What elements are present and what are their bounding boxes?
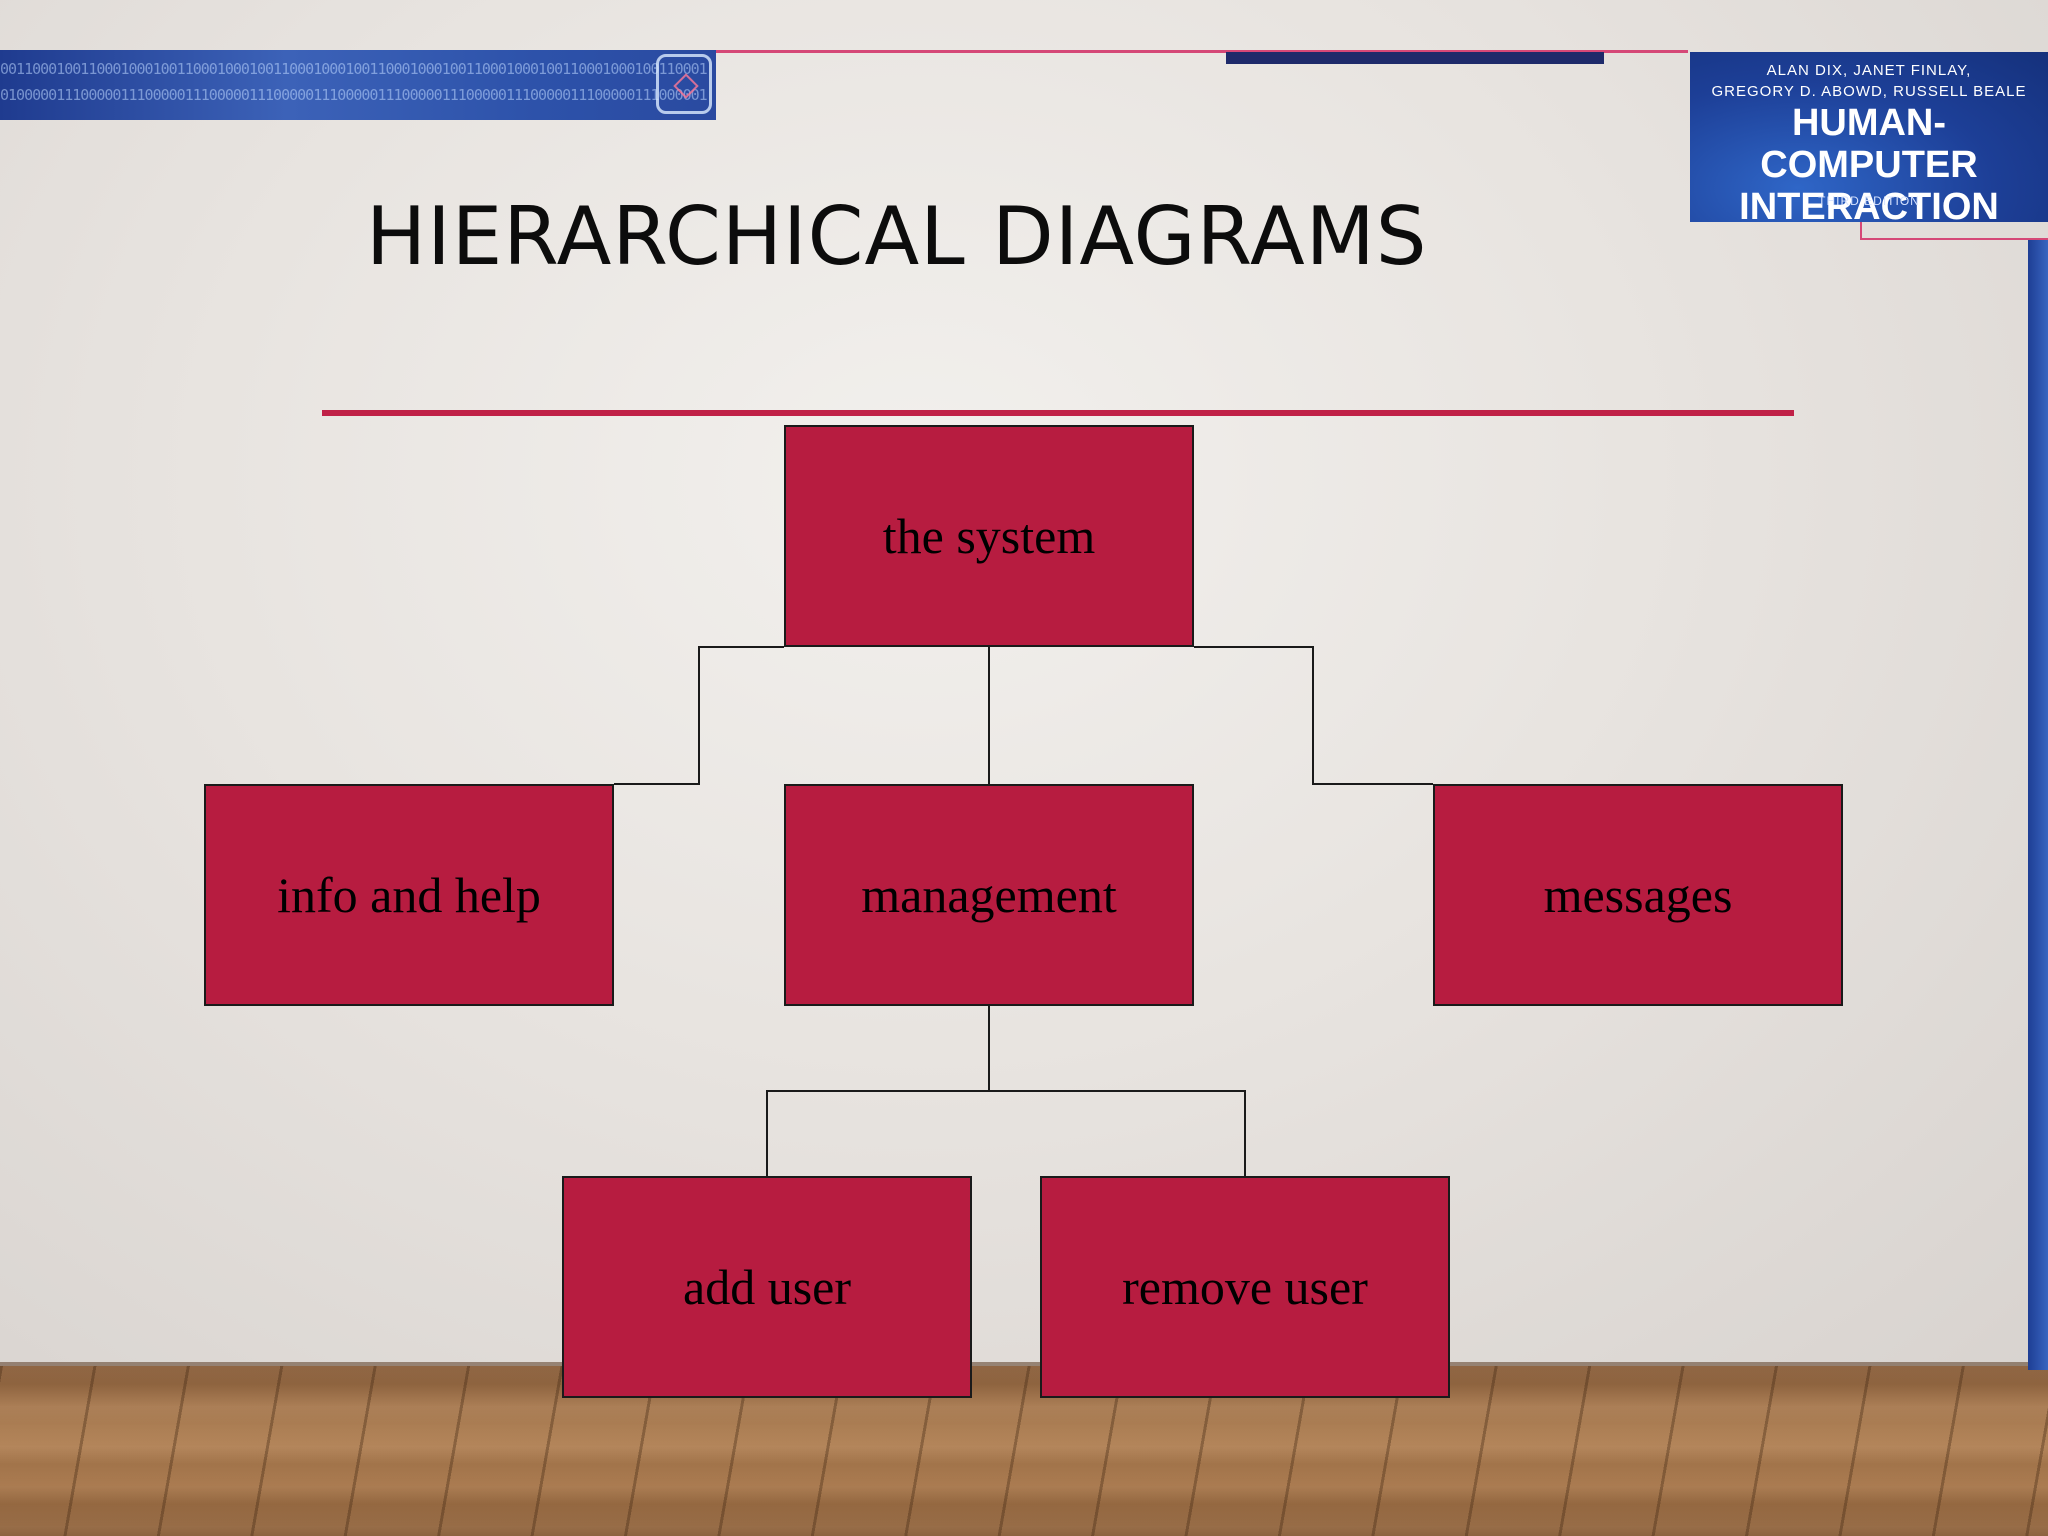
connector-root-info: [614, 646, 784, 785]
node-label: info and help: [277, 867, 541, 923]
slide-title: HIERARCHICAL DIAGRAMS: [366, 190, 1428, 283]
book-cover-logo: ALAN DIX, JANET FINLAY, GREGORY D. ABOWD…: [1690, 52, 2048, 228]
connector-management-remove: [989, 1090, 1246, 1176]
book-title-line: INTERACTION: [1739, 186, 1999, 228]
binary-banner: 0011000100110001000100110001000100110001…: [0, 50, 716, 120]
wood-floor: [0, 1366, 2048, 1536]
binary-text-row: 0100000111000001110000011100000111000001…: [0, 86, 708, 104]
node-label: the system: [882, 508, 1096, 564]
floor-edge: [0, 1362, 2048, 1368]
header-pink-rule: [1604, 50, 1688, 53]
book-title: HUMAN-COMPUTER INTERACTION: [1690, 102, 2048, 228]
node-remove-user: remove user: [1040, 1176, 1450, 1398]
diamond-emblem-icon: [656, 54, 712, 114]
node-label: messages: [1543, 867, 1733, 923]
book-title-line: HUMAN-COMPUTER: [1760, 102, 1978, 186]
connector-root-messages: [1194, 646, 1433, 785]
node-management: management: [784, 784, 1194, 1006]
node-messages: messages: [1433, 784, 1843, 1006]
book-edition: THIRD EDITION: [1818, 194, 1920, 208]
header-navy-bar: [1226, 52, 1604, 64]
book-authors: ALAN DIX, JANET FINLAY, GREGORY D. ABOWD…: [1690, 60, 2048, 102]
book-authors-line: GREGORY D. ABOWD, RUSSELL BEALE: [1711, 83, 2027, 100]
cover-corner-accent: [1860, 222, 2048, 240]
connector-management-add: [766, 1006, 990, 1176]
side-accent-strip: [2028, 240, 2048, 1370]
node-the-system: the system: [784, 425, 1194, 647]
slide-background: [0, 0, 2048, 1370]
node-add-user: add user: [562, 1176, 972, 1398]
title-underline-rule: [322, 410, 1794, 416]
binary-text-row: 0011000100110001000100110001000100110001…: [0, 60, 708, 78]
header-pink-rule: [716, 50, 1686, 53]
node-label: add user: [683, 1259, 851, 1315]
node-info-and-help: info and help: [204, 784, 614, 1006]
node-label: remove user: [1122, 1259, 1368, 1315]
node-label: management: [861, 867, 1117, 923]
book-authors-line: ALAN DIX, JANET FINLAY,: [1766, 62, 1972, 79]
